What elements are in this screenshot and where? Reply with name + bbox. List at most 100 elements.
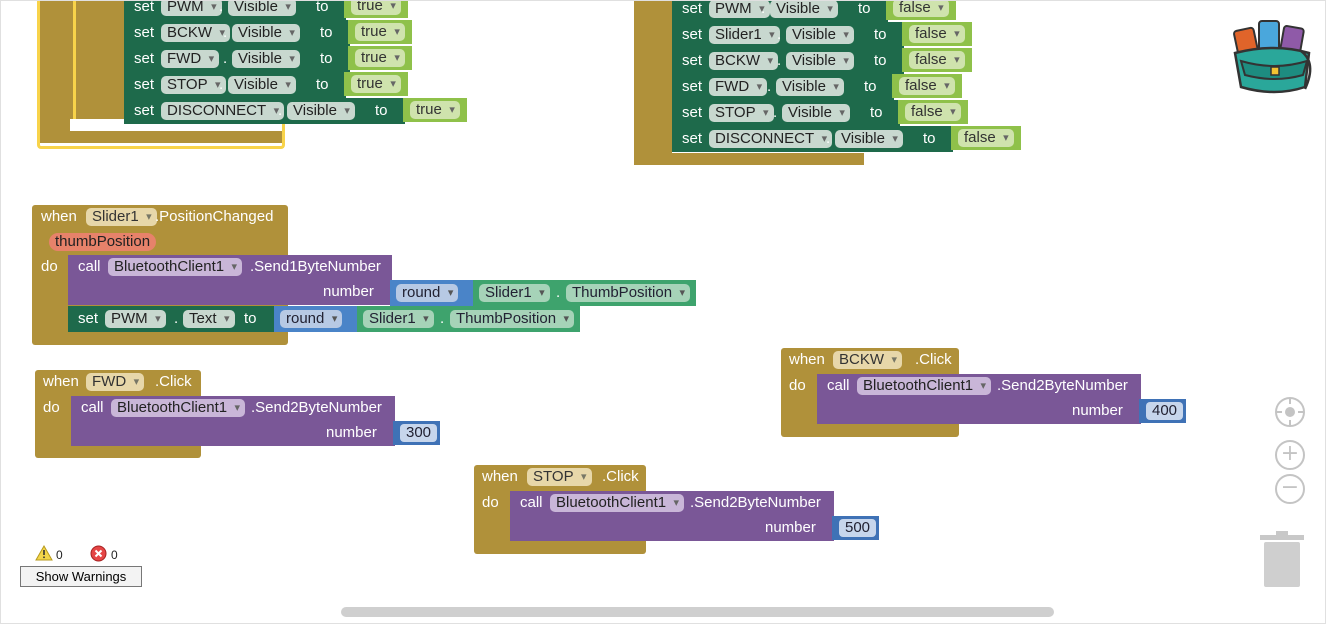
boolean-block[interactable]: false [951, 126, 1021, 150]
boolean-block[interactable]: true [344, 72, 408, 96]
property-dropdown[interactable]: Visible [287, 102, 355, 120]
number-value[interactable]: 300 [400, 424, 438, 442]
getter-property-dropdown[interactable]: ThumbPosition [566, 284, 691, 302]
component-dropdown[interactable]: BCKW [161, 24, 230, 42]
call-send2bytenumber-bckw[interactable]: call BluetoothClient1 .Send2ByteNumber n… [817, 374, 1141, 424]
set-pwm-text-block[interactable]: set PWM . Text to [68, 306, 278, 332]
property-dropdown[interactable]: Visible [232, 50, 300, 68]
boolean-block[interactable]: false [898, 100, 968, 124]
boolean-dropdown[interactable]: false [909, 25, 965, 43]
zoom-out-icon[interactable]: − [1275, 474, 1305, 504]
event-block-visible-false[interactable] [634, 1, 864, 165]
number-block-400[interactable]: 400 [1139, 399, 1186, 423]
property-dropdown[interactable]: Visible [786, 52, 854, 70]
property-dropdown[interactable]: Visible [835, 130, 903, 148]
boolean-block[interactable]: true [348, 46, 412, 70]
property-dropdown[interactable]: Visible [232, 24, 300, 42]
boolean-dropdown[interactable]: true [355, 49, 405, 67]
boolean-block[interactable]: false [902, 22, 972, 46]
component-dropdown[interactable]: PWM [161, 1, 222, 16]
component-dropdown[interactable]: STOP [709, 104, 774, 122]
number-block-300[interactable]: 300 [393, 421, 440, 445]
property-dropdown[interactable]: Visible [786, 26, 854, 44]
thumb-position-param[interactable]: thumbPosition [49, 233, 157, 251]
getter-component-dropdown[interactable]: Slider1 [363, 310, 434, 328]
trash-icon[interactable] [1260, 531, 1304, 587]
round-dropdown[interactable]: round [396, 284, 459, 302]
round-block-2[interactable]: round [274, 306, 358, 332]
property-dropdown[interactable]: Visible [770, 1, 838, 18]
bluetooth-client-dropdown[interactable]: BluetoothClient1 [111, 399, 246, 417]
backpack-icon[interactable] [1231, 13, 1319, 97]
zoom-in-icon[interactable]: + [1275, 440, 1305, 470]
bluetooth-client-dropdown[interactable]: BluetoothClient1 [857, 377, 992, 395]
boolean-block[interactable]: true [403, 98, 467, 122]
round-dropdown[interactable]: round [280, 310, 343, 328]
set-property-dropdown[interactable]: Text [183, 310, 235, 328]
boolean-dropdown[interactable]: false [909, 51, 965, 69]
boolean-dropdown[interactable]: false [958, 129, 1014, 147]
property-dropdown[interactable]: Visible [228, 76, 296, 94]
number-value[interactable]: 400 [1146, 402, 1184, 420]
getter-property-dropdown[interactable]: ThumbPosition [450, 310, 575, 328]
getter-component-dropdown[interactable]: Slider1 [479, 284, 550, 302]
boolean-dropdown[interactable]: true [410, 101, 460, 119]
component-dropdown[interactable]: FWD [161, 50, 220, 68]
slider-component-dropdown[interactable]: Slider1 [86, 208, 157, 226]
boolean-dropdown[interactable]: false [899, 77, 955, 95]
dot-label: . [767, 78, 772, 95]
slider-getter-block[interactable]: Slider1 . ThumbPosition [473, 280, 696, 306]
stop-component-dropdown[interactable]: STOP [527, 468, 592, 486]
boolean-block[interactable]: false [902, 48, 972, 72]
call-send2bytenumber-stop[interactable]: call BluetoothClient1 .Send2ByteNumber n… [510, 491, 834, 541]
call-send2bytenumber-fwd[interactable]: call BluetoothClient1 .Send2ByteNumber n… [71, 396, 395, 446]
component-dropdown[interactable]: STOP [161, 76, 226, 94]
number-label: number [326, 424, 377, 441]
horizontal-scrollbar[interactable] [341, 607, 1054, 617]
component-dropdown[interactable]: PWM [709, 1, 770, 18]
boolean-dropdown[interactable]: true [355, 23, 405, 41]
boolean-block[interactable]: false [886, 1, 956, 20]
center-target-icon[interactable] [1275, 397, 1305, 427]
boolean-block[interactable]: true [348, 20, 412, 44]
event-block-visible-true[interactable] [37, 1, 285, 149]
boolean-dropdown[interactable]: true [351, 75, 401, 93]
component-dropdown[interactable]: DISCONNECT [161, 102, 285, 120]
property-dropdown[interactable]: Visible [776, 78, 844, 96]
boolean-dropdown[interactable]: true [351, 1, 401, 15]
component-dropdown[interactable]: FWD [709, 78, 768, 96]
call-send1bytenumber-block[interactable]: call BluetoothClient1 .Send1ByteNumber n… [68, 255, 392, 305]
round-block[interactable]: round [390, 280, 474, 306]
number-value[interactable]: 500 [839, 519, 877, 537]
set-component-dropdown[interactable]: PWM [105, 310, 166, 328]
property-dropdown[interactable]: Visible [782, 104, 850, 122]
bckw-component-dropdown[interactable]: BCKW [833, 351, 902, 369]
component-dropdown[interactable]: Slider1 [709, 26, 780, 44]
component-dropdown[interactable]: DISCONNECT [709, 130, 833, 148]
boolean-dropdown[interactable]: false [905, 103, 961, 121]
bluetooth-client-dropdown[interactable]: BluetoothClient1 [550, 494, 685, 512]
boolean-dropdown[interactable]: false [893, 1, 949, 17]
property-dropdown[interactable]: Visible [228, 1, 296, 16]
boolean-block[interactable]: false [892, 74, 962, 98]
bluetooth-client-dropdown[interactable]: BluetoothClient1 [108, 258, 243, 276]
fwd-component-dropdown[interactable]: FWD [86, 373, 145, 391]
show-warnings-button[interactable]: Show Warnings [20, 566, 142, 587]
component-dropdown[interactable]: BCKW [709, 52, 778, 70]
boolean-block[interactable]: true [344, 1, 408, 18]
slider-getter-block-2[interactable]: Slider1 . ThumbPosition [357, 306, 580, 332]
set-label: set [682, 78, 703, 95]
number-block-500[interactable]: 500 [832, 516, 879, 540]
